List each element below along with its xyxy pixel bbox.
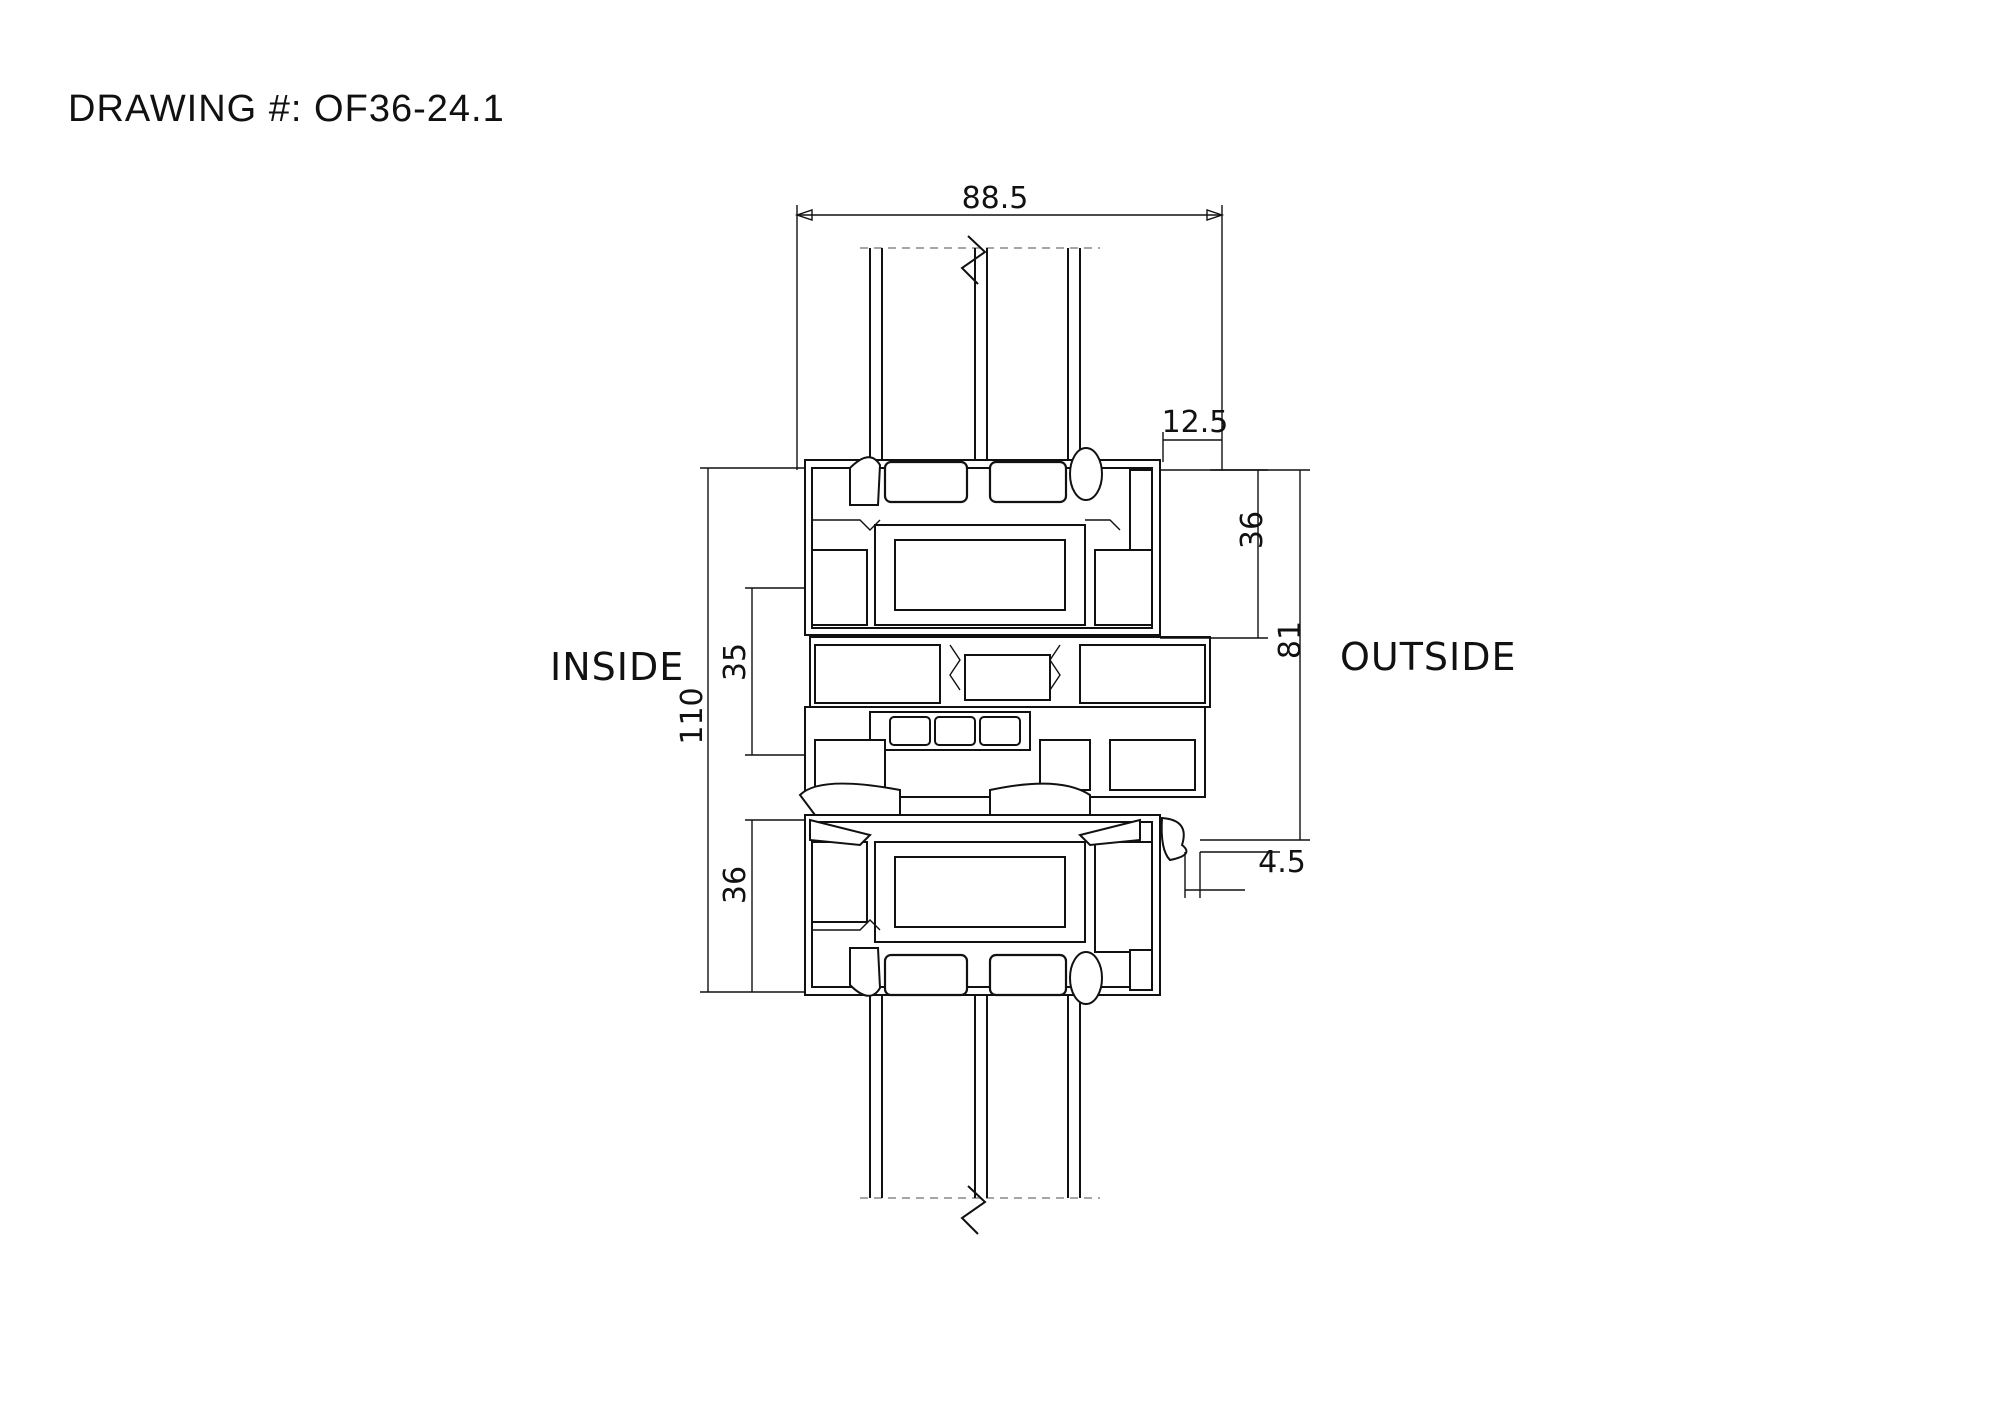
dim-bottom-glass-depth: 36: [718, 866, 753, 904]
dim-outside-height: 81: [1273, 621, 1308, 659]
middle-mullion: [798, 636, 1211, 816]
glass-bottom: [860, 980, 1100, 1235]
dim-overall-height: 110: [675, 687, 710, 744]
drawing-title: DRAWING #: OF36-24.1: [68, 88, 505, 130]
dimension-lines: [700, 205, 1310, 993]
dim-mid-height: 35: [718, 643, 753, 681]
dim-bottom-offset: 4.5: [1258, 845, 1306, 880]
top-sash-profile: [804, 447, 1161, 636]
inside-label: INSIDE: [550, 645, 684, 689]
outside-label: OUTSIDE: [1340, 635, 1517, 679]
dim-overall-width: 88.5: [962, 181, 1029, 216]
dim-top-offset: 12.5: [1162, 405, 1229, 440]
dim-top-glass-depth: 36: [1235, 511, 1270, 549]
bottom-sash-profile: [804, 814, 1188, 1005]
glass-top: [860, 235, 1100, 470]
